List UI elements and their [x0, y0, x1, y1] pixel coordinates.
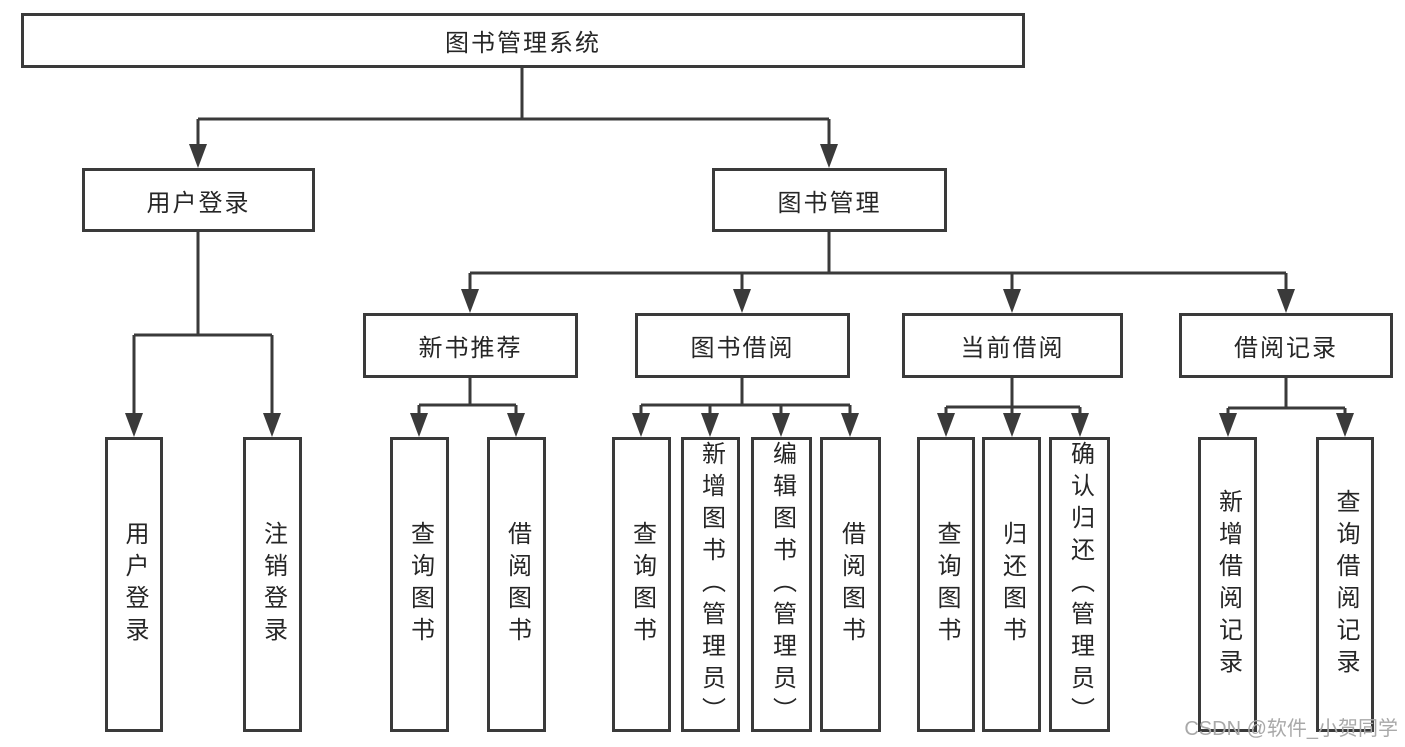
leaf-add-borrow-record: 新增借阅记录 — [1198, 437, 1257, 732]
node-new-book-recommend: 新书推荐 — [363, 313, 578, 378]
node-user-login: 用户登录 — [82, 168, 315, 232]
connector-current-borrow-to-leaves — [937, 378, 1089, 437]
connector-book-management-to-level3 — [461, 232, 1295, 313]
leaf-user-login-label: 用户登录 — [121, 520, 148, 649]
leaf-query-book-under-current: 查询图书 — [917, 437, 975, 732]
node-new-book-recommend-label: 新书推荐 — [418, 335, 523, 362]
node-root-library-system: 图书管理系统 — [21, 13, 1025, 68]
node-borrow-records-label: 借阅记录 — [1234, 335, 1338, 362]
connector-borrow-records-to-leaves — [1219, 378, 1354, 437]
leaf-add-book-admin-label: 新增图书（管理员） — [697, 440, 725, 729]
leaf-edit-book-admin-label: 编辑图书（管理员） — [768, 440, 796, 729]
leaf-query-book-under-recommend-label: 查询图书 — [406, 520, 434, 649]
node-book-management-label: 图书管理 — [777, 189, 882, 217]
leaf-edit-book-admin: 编辑图书（管理员） — [751, 437, 812, 732]
node-root-label: 图书管理系统 — [445, 30, 601, 57]
csdn-watermark: CSDN @软件_小贺同学 — [1184, 718, 1398, 740]
connector-new-book-recommend-to-leaves — [410, 378, 525, 437]
leaf-query-borrow-record-label: 查询借阅记录 — [1332, 488, 1359, 681]
connector-book-borrow-to-leaves — [632, 378, 859, 437]
leaf-user-login: 用户登录 — [105, 437, 163, 732]
leaf-logout-login-label: 注销登录 — [259, 520, 287, 649]
leaf-query-borrow-record: 查询借阅记录 — [1316, 437, 1374, 732]
leaf-return-book-label: 归还图书 — [998, 520, 1026, 649]
node-book-borrow-label: 图书借阅 — [690, 335, 795, 362]
node-user-login-label: 用户登录 — [146, 189, 251, 217]
leaf-query-book-under-borrow: 查询图书 — [612, 437, 671, 732]
node-book-management: 图书管理 — [712, 168, 947, 232]
node-book-borrow: 图书借阅 — [635, 313, 850, 378]
leaf-borrow-book-under-recommend-label: 借阅图书 — [503, 520, 531, 649]
leaf-borrow-book-under-recommend: 借阅图书 — [487, 437, 546, 732]
leaf-add-book-admin: 新增图书（管理员） — [681, 437, 740, 732]
leaf-query-book-under-current-label: 查询图书 — [933, 520, 960, 649]
leaf-return-book: 归还图书 — [982, 437, 1041, 732]
leaf-borrow-book-under-borrow-label: 借阅图书 — [837, 520, 865, 649]
node-current-borrow: 当前借阅 — [902, 313, 1123, 378]
node-current-borrow-label: 当前借阅 — [960, 335, 1065, 362]
leaf-confirm-return-admin: 确认归还（管理员） — [1049, 437, 1110, 732]
connector-root-to-level2 — [189, 67, 838, 168]
connector-user-login-to-leaves — [125, 232, 281, 437]
leaf-query-book-under-borrow-label: 查询图书 — [628, 520, 656, 649]
leaf-add-borrow-record-label: 新增借阅记录 — [1214, 488, 1242, 681]
leaf-confirm-return-admin-label: 确认归还（管理员） — [1066, 440, 1094, 729]
leaf-borrow-book-under-borrow: 借阅图书 — [820, 437, 881, 732]
node-borrow-records: 借阅记录 — [1179, 313, 1393, 378]
leaf-query-book-under-recommend: 查询图书 — [390, 437, 449, 732]
leaf-logout-login: 注销登录 — [243, 437, 302, 732]
